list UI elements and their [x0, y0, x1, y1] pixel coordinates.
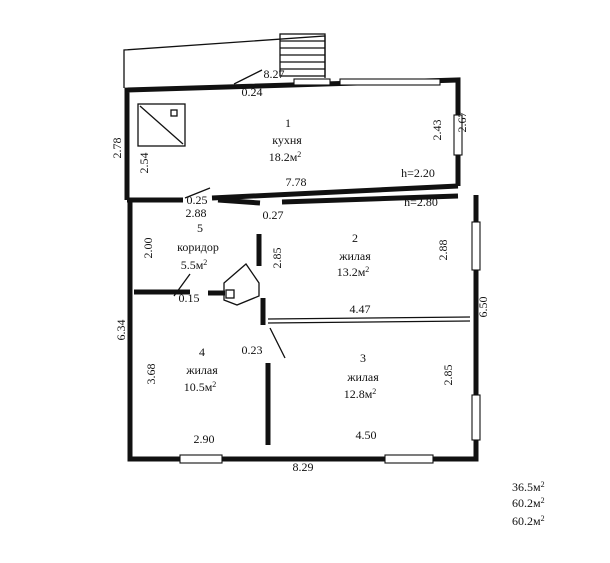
- room-4-name: жилая: [185, 363, 218, 377]
- windows: [179, 78, 481, 464]
- dim-kitchen-width: 7.78: [286, 175, 307, 189]
- dim-partition-width: 4.47: [350, 302, 371, 316]
- room-4-area: 10.5м2: [184, 380, 217, 394]
- room-2-number: 2: [352, 231, 358, 245]
- door-room4-swing: [173, 273, 191, 297]
- dim-porch-door: 0.24: [242, 85, 263, 99]
- total-2: 60.2м2: [512, 496, 545, 510]
- partition-2-3-a: [267, 316, 471, 320]
- room-1-name: кухня: [272, 133, 302, 147]
- room-1-label: 1 кухня 18.2м2: [269, 116, 303, 164]
- dim-corridor-right: 2.85: [270, 248, 284, 269]
- room-2-label: 2 жилая 13.2м2: [337, 231, 372, 279]
- dim-room2-right: 2.88: [436, 240, 450, 261]
- room-1-area: 18.2м2: [269, 150, 302, 164]
- partition-2-3-b: [267, 320, 471, 324]
- dim-room3-right: 2.85: [441, 365, 455, 386]
- window-porch-door: [293, 78, 331, 86]
- room-5-name: коридор: [177, 240, 219, 254]
- dim-room3-width: 4.50: [356, 428, 377, 442]
- entrance-door-swing: [233, 69, 263, 85]
- room-3-area: 12.8м2: [344, 387, 377, 401]
- kitchen-stove: [137, 103, 186, 147]
- dim-corridor-left: 2.00: [141, 238, 155, 259]
- dim-room4-door: 0.15: [179, 291, 200, 305]
- wall-outer-lower: [127, 195, 479, 462]
- window-room2-right: [471, 221, 481, 271]
- total-3: 60.2м2: [512, 514, 545, 528]
- dim-porch-top: 8.27: [264, 67, 285, 81]
- dim-kitchen-height: h=2.20: [401, 166, 435, 180]
- area-totals: 36.5м2 60.2м2 60.2м2: [512, 480, 545, 528]
- room-3-label: 3 жилая 12.8м2: [344, 351, 380, 401]
- wall-upper-partition: [281, 193, 459, 205]
- window-room3-right: [471, 394, 481, 441]
- wall-kitchen-bottom-right: [211, 183, 459, 201]
- room-5-label: 5 коридор 5.5м2: [177, 221, 219, 272]
- dim-house-bottom: 8.29: [293, 460, 314, 474]
- window-kitchen-top: [339, 78, 441, 86]
- dim-house-right: 6.50: [476, 297, 490, 318]
- dim-rooms-height: h=2.80: [404, 195, 438, 209]
- room-3-number: 3: [360, 351, 366, 365]
- total-1: 36.5м2: [512, 480, 545, 494]
- window-room3-bottom: [384, 454, 434, 464]
- dimension-labels: 8.27 0.24 2.78 2.54 2.43 2.67 7.78 h=2.2…: [110, 67, 490, 474]
- porch-stairs: [279, 33, 326, 77]
- corridor-stove: [223, 263, 260, 306]
- room-5-number: 5: [197, 221, 203, 235]
- wall-corridor-right: [217, 197, 261, 206]
- dim-corridor-door: 0.27: [263, 208, 284, 222]
- room-5-area: 5.5м2: [181, 258, 208, 272]
- dim-kitchen-door: 0.25: [187, 193, 208, 207]
- dim-kitchen-left-inner: 2.54: [137, 153, 151, 174]
- door-kitchen-swing: [184, 187, 211, 199]
- dim-house-left: 6.34: [114, 320, 128, 341]
- room-2-name: жилая: [338, 249, 371, 263]
- door-room3-swing: [269, 327, 286, 359]
- dim-kitchen-right-inner: 2.43: [430, 120, 444, 141]
- dim-room4-width: 2.90: [194, 432, 215, 446]
- window-kitchen-right: [453, 114, 463, 156]
- room-1-number: 1: [285, 116, 291, 130]
- room-4-number: 4: [199, 345, 205, 359]
- dim-corridor-top: 2.88: [186, 206, 207, 220]
- dim-room3-door: 0.23: [242, 343, 263, 357]
- window-room4-bottom: [179, 454, 223, 464]
- dim-room4-left: 3.68: [144, 364, 158, 385]
- dim-kitchen-left-outer: 2.78: [110, 138, 124, 159]
- room-3-name: жилая: [346, 370, 379, 384]
- room-2-area: 13.2м2: [337, 265, 370, 279]
- room-4-label: 4 жилая 10.5м2: [184, 345, 219, 394]
- dim-kitchen-right-outer: 2.67: [455, 112, 469, 133]
